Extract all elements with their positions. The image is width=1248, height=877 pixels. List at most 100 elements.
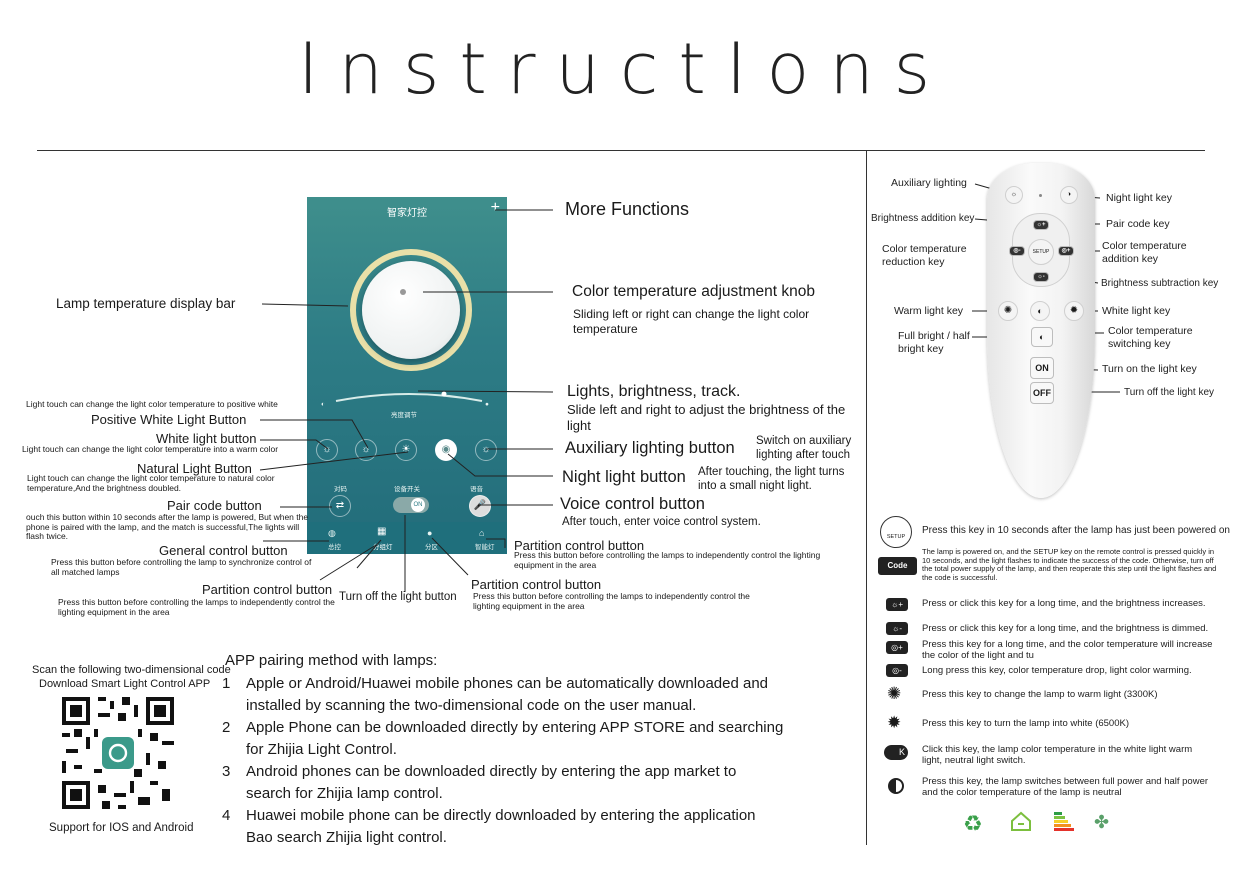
pair-title: Pair code button bbox=[167, 498, 262, 513]
white-desc: Light touch can change the light color t… bbox=[22, 444, 279, 454]
device-switch-label: 设备开关 bbox=[394, 486, 420, 493]
remote-aux-key[interactable]: ☼ bbox=[1005, 186, 1023, 204]
white-title: White light button bbox=[156, 431, 257, 446]
step-text: Apple or Android/Huawei mobile phones ca… bbox=[246, 675, 769, 692]
tab-partition-icon: ● bbox=[427, 528, 433, 538]
natural-light-button[interactable]: ☀ bbox=[395, 439, 417, 461]
remote-ct-switch-key[interactable]: ◐ bbox=[1030, 301, 1050, 321]
remote-on-key[interactable]: ON bbox=[1030, 357, 1054, 379]
pairing-step: 1 Apple or Android/Huawei mobile phones c… bbox=[222, 673, 783, 695]
remote-setup-key[interactable]: SETUP bbox=[1028, 239, 1054, 265]
app-screen-title: 智家灯控 bbox=[387, 208, 427, 219]
tab-general-control[interactable]: 总控 bbox=[328, 544, 341, 551]
eco-house-icon bbox=[1010, 810, 1032, 832]
remote-indicator-dot bbox=[1039, 194, 1042, 197]
step-number: 1 bbox=[222, 675, 231, 692]
partition3-title: Partition control button bbox=[202, 582, 333, 597]
legend-bright-up: Press or click this key for a long time,… bbox=[922, 598, 1206, 609]
power-switch-knob: ON bbox=[411, 498, 425, 512]
top-divider bbox=[37, 150, 1205, 151]
app-screenshot: 智家灯控 + ◐ 亮度调节 ● ☼ ☼ ☀ ◉ ☼ 对码 设备开关 语音 ⇄ O… bbox=[307, 197, 507, 554]
plus-icon[interactable]: + bbox=[490, 199, 500, 216]
legend-ct-down: Long press this key, color temperature d… bbox=[922, 665, 1192, 676]
remote-warm-key[interactable]: ✺ bbox=[998, 301, 1018, 321]
color-temperature-knob[interactable] bbox=[362, 261, 460, 359]
code-mode-icon: Code mode bbox=[878, 557, 917, 588]
remote-bright-sub-key[interactable]: ☼- bbox=[1033, 272, 1049, 282]
setup-icon: SETUP bbox=[880, 516, 912, 548]
general-title: General control button bbox=[159, 543, 288, 558]
knob-center-dot bbox=[400, 289, 406, 295]
turn-off-label: Turn off the light button bbox=[339, 591, 457, 603]
natural-title: Natural Light Button bbox=[137, 461, 252, 476]
knob-desc: Sliding left or right can change the lig… bbox=[573, 307, 810, 336]
voice-title: Voice control button bbox=[560, 495, 705, 513]
pairing-steps: 1 Apple or Android/Huawei mobile phones c… bbox=[222, 673, 783, 849]
voice-desc: After touch, enter voice control system. bbox=[562, 516, 761, 528]
lamp-temp-bar-label: Lamp temperature display bar bbox=[56, 296, 236, 311]
remote-off-key[interactable]: OFF bbox=[1030, 382, 1054, 404]
auxiliary-lighting-button[interactable]: ☼ bbox=[475, 439, 497, 461]
recycle-icon: ♻ bbox=[963, 811, 983, 836]
tab-partition[interactable]: 分区 bbox=[425, 544, 438, 551]
remote-label-ct-reduce: Color temperature reduction key bbox=[882, 243, 967, 268]
track-desc: Slide left and right to adjust the brigh… bbox=[567, 402, 846, 433]
partition3-desc: Press this button before controlling the… bbox=[58, 597, 335, 617]
partition1-title: Partition control button bbox=[514, 538, 645, 553]
pair-code-button[interactable]: ⇄ bbox=[329, 495, 351, 517]
positive-desc: Light touch can change the light color t… bbox=[26, 399, 278, 409]
legend-setup: Press this key in 10 seconds after the l… bbox=[922, 525, 1230, 536]
ct-down-icon: ◎- bbox=[886, 664, 908, 677]
remote-bright-add-key[interactable]: ☼+ bbox=[1033, 220, 1049, 230]
step-number: 2 bbox=[222, 719, 231, 736]
legend-white: Press this key to turn the lamp into whi… bbox=[922, 718, 1129, 729]
remote-label-turn-on: Turn on the light key bbox=[1102, 363, 1197, 375]
fan-leaf-icon: ✤ bbox=[1094, 812, 1110, 832]
remote-label-bright-add: Brightness addition key bbox=[871, 213, 975, 224]
positive-title: Positive White Light Button bbox=[91, 412, 247, 427]
legend-bright-down: Press or click this key for a long time,… bbox=[922, 623, 1209, 634]
energy-rating-icon bbox=[1054, 811, 1078, 833]
remote-full-half-key[interactable]: ◐ bbox=[1031, 327, 1053, 347]
tab-smart-light[interactable]: 智能灯 bbox=[475, 544, 495, 551]
pair-code-label: 对码 bbox=[334, 486, 347, 493]
track-title: Lights, brightness, track. bbox=[567, 383, 741, 400]
qr-line1: Scan the following two-dimensional code bbox=[32, 664, 231, 676]
qr-line2: Download Smart Light Control APP bbox=[39, 678, 211, 690]
tab-group-light[interactable]: 分组灯 bbox=[373, 544, 393, 551]
remote-white-key[interactable]: ✹ bbox=[1064, 301, 1084, 321]
legend-code-mode: The lamp is powered on, and the SETUP ke… bbox=[922, 547, 1217, 582]
remote-ct-reduce-key[interactable]: ◎- bbox=[1009, 246, 1025, 256]
more-functions-label: More Functions bbox=[565, 199, 690, 219]
knob-title: Color temperature adjustment knob bbox=[572, 283, 815, 300]
remote-ct-add-key[interactable]: ◎+ bbox=[1058, 246, 1074, 256]
bottom-tab-bar: 总控 分组灯 分区 智能灯 ◍ ▦ ● ⌂ bbox=[307, 522, 507, 554]
legend-half: Press this key, the lamp switches betwee… bbox=[922, 776, 1209, 798]
remote-night-key[interactable]: ◑ bbox=[1060, 186, 1078, 204]
half-icon bbox=[888, 778, 904, 794]
brightness-max-icon: ● bbox=[485, 401, 489, 408]
remote-label-night: Night light key bbox=[1106, 192, 1172, 204]
partition2-title: Partition control button bbox=[471, 577, 602, 592]
remote-label-warm: Warm light key bbox=[894, 305, 964, 317]
brightness-label: 亮度调节 bbox=[391, 412, 417, 419]
warm-icon: ✺ bbox=[887, 684, 902, 703]
tab-group-icon: ▦ bbox=[377, 526, 387, 537]
power-switch[interactable]: ON bbox=[393, 497, 429, 513]
remote-label-ct-add: Color temperature addition key bbox=[1102, 240, 1187, 265]
tab-smart-icon: ⌂ bbox=[479, 528, 485, 538]
lamp-temperature-display-bar bbox=[350, 249, 472, 371]
tab-general-icon: ◍ bbox=[328, 528, 336, 538]
brightness-track[interactable] bbox=[334, 389, 484, 405]
brightness-min-icon: ◐ bbox=[321, 401, 325, 408]
positive-white-light-button[interactable]: ☼ bbox=[316, 439, 338, 461]
white-light-button[interactable]: ☼ bbox=[355, 439, 377, 461]
remote-label-bright-sub: Brightness subtraction key bbox=[1101, 278, 1219, 289]
pairing-step-cont: search for Zhijia lamp control. bbox=[246, 785, 443, 802]
night-light-button[interactable]: ◉ bbox=[435, 439, 457, 461]
voice-label: 语音 bbox=[470, 486, 483, 493]
step-text: Huawei mobile phone can be directly down… bbox=[246, 807, 756, 824]
